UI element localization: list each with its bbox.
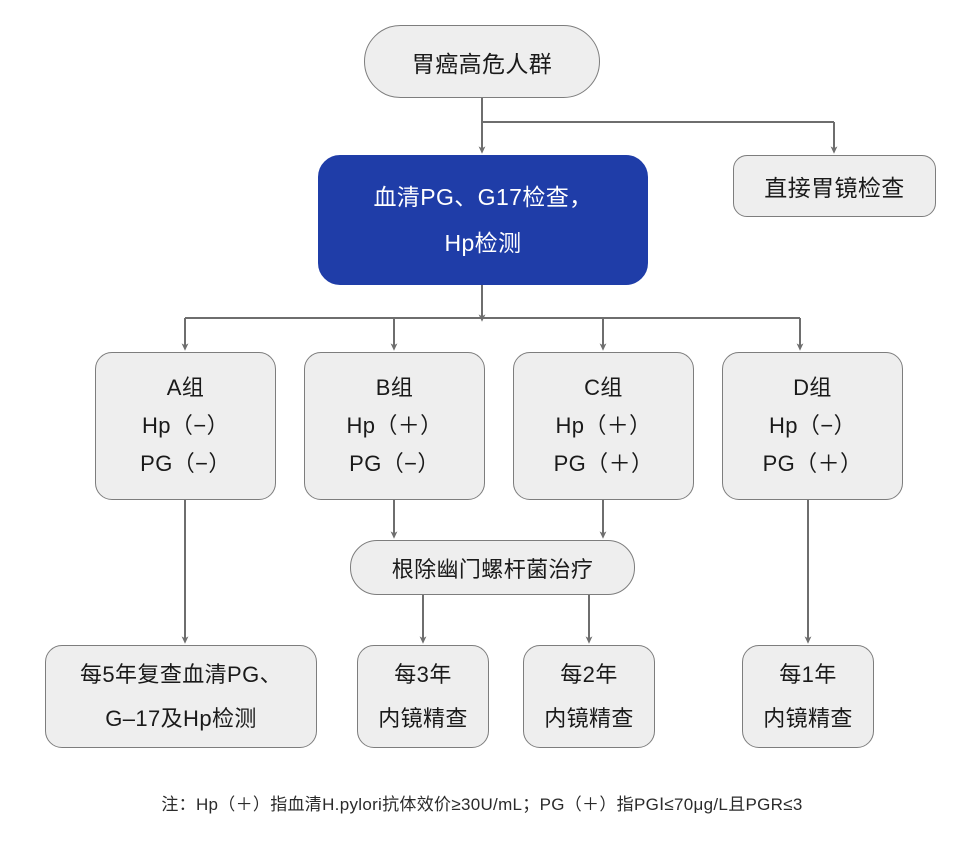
diagram-footnote: 注：Hp（＋）指血清H.pylori抗体效价≥30U/mL；PG（＋）指PGⅠ≤… <box>161 795 803 814</box>
node-direct-endoscopy[interactable]: 直接胃镜检查 <box>733 155 936 217</box>
node-group-a-title: A组 <box>166 375 205 400</box>
node-group-d[interactable]: D组 Hp（−） PG（＋） <box>722 352 903 500</box>
node-group-c-hp: Hp（＋） <box>555 413 652 438</box>
node-hp-eradication-therapy[interactable]: 根除幽门螺杆菌治疗 <box>350 540 635 595</box>
node-group-b-hp: Hp（＋） <box>346 413 443 438</box>
node-serum-test-line-1: 血清PG、G17检查， <box>373 184 593 210</box>
node-followup-2-year[interactable]: 每2年 内镜精查 <box>523 645 655 748</box>
node-followup-3y-line-2: 内镜精查 <box>378 705 468 731</box>
node-high-risk-label: 胃癌高危人群 <box>411 50 553 77</box>
node-group-c-pg: PG（＋） <box>553 451 654 476</box>
node-eradication-label: 根除幽门螺杆菌治疗 <box>391 556 594 582</box>
node-followup-5y-line-1: 每5年复查血清PG、 <box>79 661 283 687</box>
node-group-d-title: D组 <box>793 375 832 400</box>
node-followup-2y-line-1: 每2年 <box>560 661 618 687</box>
node-followup-1y-line-1: 每1年 <box>779 661 837 687</box>
node-followup-3-year[interactable]: 每3年 内镜精查 <box>357 645 489 748</box>
node-group-b-pg: PG（−） <box>349 451 440 476</box>
node-followup-5-year[interactable]: 每5年复查血清PG、 G–17及Hp检测 <box>45 645 317 748</box>
node-followup-1-year[interactable]: 每1年 内镜精查 <box>742 645 874 748</box>
node-group-b[interactable]: B组 Hp（＋） PG（−） <box>304 352 485 500</box>
node-followup-1y-line-2: 内镜精查 <box>763 705 853 731</box>
node-direct-endoscopy-label: 直接胃镜检查 <box>764 175 905 201</box>
node-group-a[interactable]: A组 Hp（−） PG（−） <box>95 352 276 500</box>
node-followup-2y-line-2: 内镜精查 <box>544 705 634 731</box>
node-group-b-title: B组 <box>375 375 414 400</box>
node-group-a-pg: PG（−） <box>140 451 231 476</box>
node-group-a-hp: Hp（−） <box>142 413 229 438</box>
node-followup-3y-line-1: 每3年 <box>394 661 452 687</box>
node-serum-test-line-2: Hp检测 <box>444 230 522 256</box>
node-group-c-title: C组 <box>584 375 623 400</box>
node-high-risk-population[interactable]: 胃癌高危人群 <box>364 25 600 98</box>
node-group-d-pg: PG（＋） <box>762 451 863 476</box>
node-group-c[interactable]: C组 Hp（＋） PG（＋） <box>513 352 694 500</box>
node-serum-pg-g17-hp-test[interactable]: 血清PG、G17检查， Hp检测 <box>318 155 648 285</box>
node-followup-5y-line-2: G–17及Hp检测 <box>105 705 257 731</box>
node-group-d-hp: Hp（−） <box>769 413 856 438</box>
